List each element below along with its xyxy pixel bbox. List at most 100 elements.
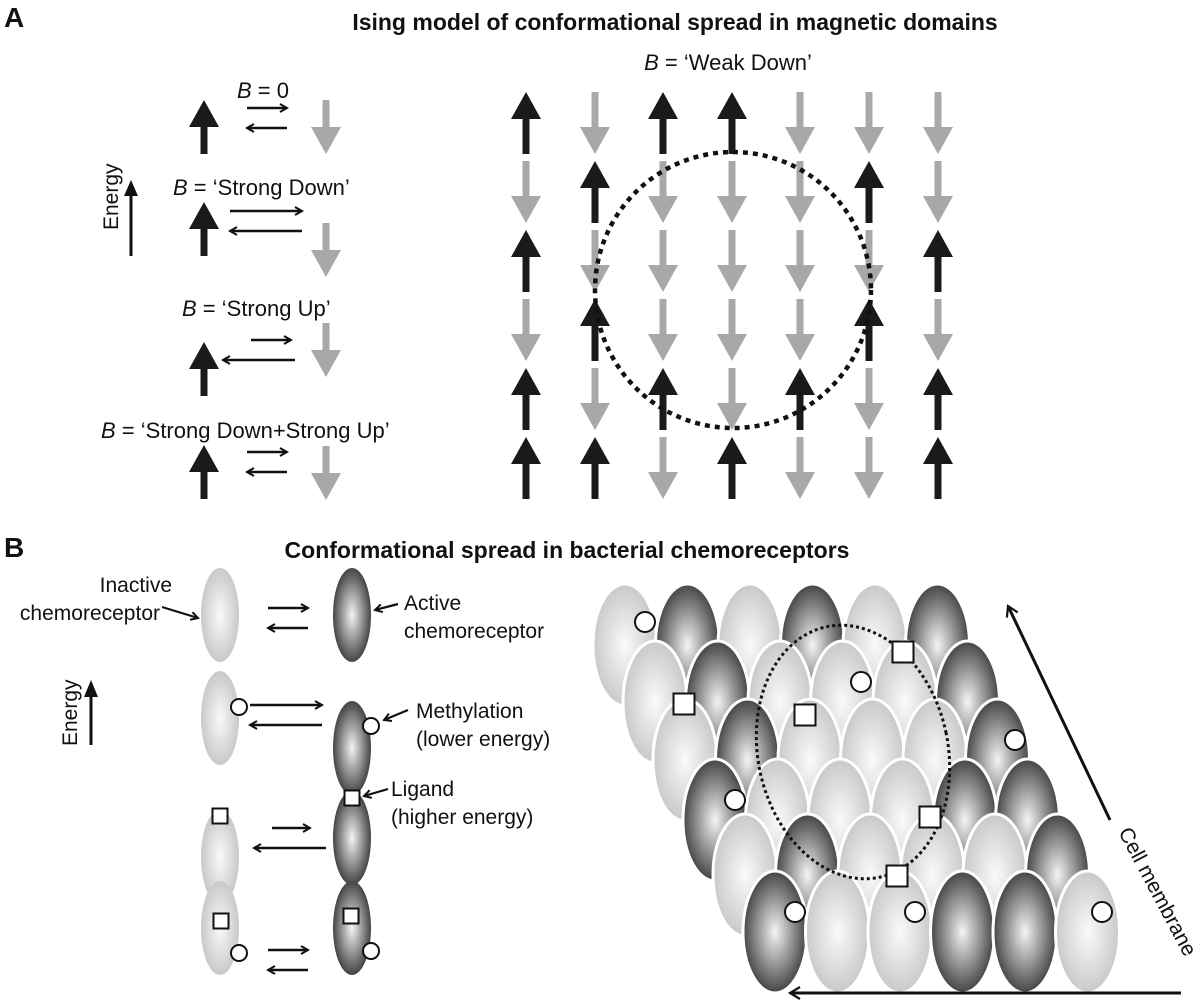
active-receptor	[333, 568, 371, 662]
active-receptor	[929, 869, 996, 995]
spin-lattice	[511, 92, 953, 499]
panel-b-title: Conformational spread in bacterial chemo…	[285, 537, 850, 563]
methylation-icon	[362, 942, 380, 960]
spin-down-icon	[717, 161, 747, 223]
spin-down-icon	[717, 368, 747, 430]
spin-up-icon	[511, 92, 541, 154]
spin-down-icon	[854, 368, 884, 430]
spin-down-icon	[648, 299, 678, 361]
receptor-array-markers	[634, 611, 1113, 923]
spin-up-icon	[189, 342, 219, 396]
spin-up-icon	[717, 92, 747, 154]
spin-up-icon	[511, 368, 541, 430]
active-label-line1: Active	[404, 592, 461, 615]
spin-down-icon	[648, 437, 678, 499]
methylation-icon	[784, 901, 806, 923]
active-receptor	[991, 869, 1059, 995]
methylation-icon	[850, 671, 872, 693]
spin-down-icon	[854, 92, 884, 154]
spin-up-icon	[717, 437, 747, 499]
spin-up-icon	[923, 368, 953, 430]
spin-up-icon	[923, 230, 953, 292]
spin-up-icon	[648, 92, 678, 154]
spin-down-icon	[785, 230, 815, 292]
spin-down-icon	[648, 161, 678, 223]
ligand-icon	[342, 907, 360, 925]
spin-down-icon	[785, 299, 815, 361]
spin-up-icon	[511, 230, 541, 292]
panel-a-letter: A	[4, 2, 24, 33]
spin-down-icon	[854, 437, 884, 499]
ligand-icon	[343, 789, 361, 807]
inactive-receptor	[804, 869, 871, 995]
ligand-label-line1: Ligand	[391, 778, 454, 801]
spin-down-icon	[785, 437, 815, 499]
methylation-icon	[230, 944, 248, 962]
condition-label: B = 0	[237, 78, 289, 103]
inactive-receptor	[201, 568, 239, 662]
methylation-icon	[724, 789, 746, 811]
energy-label-a: Energy	[100, 163, 123, 230]
condition-label: B = ‘Strong Up’	[182, 296, 331, 321]
panel-a-energy-axis: Energy	[100, 163, 138, 256]
inactive-receptor	[201, 671, 239, 765]
active-receptor	[741, 869, 809, 995]
spin-down-icon	[785, 161, 815, 223]
ligand-label-line2: (higher energy)	[391, 806, 533, 829]
panel-a-condition-glyphs	[189, 100, 341, 500]
inactive-label-line1: Inactive	[100, 574, 172, 597]
spin-down-icon	[511, 299, 541, 361]
condition-label: B = ‘Strong Down’	[173, 175, 350, 200]
panel-b-letter: B	[4, 532, 24, 563]
lattice-label: B = ‘Weak Down’	[644, 50, 812, 75]
ligand-icon	[793, 703, 817, 727]
ligand-icon	[891, 640, 915, 664]
spin-down-icon	[923, 92, 953, 154]
active-receptor	[333, 881, 371, 975]
spin-down-icon	[580, 368, 610, 430]
spin-down-icon	[923, 299, 953, 361]
spin-down-icon	[311, 446, 341, 500]
spin-up-icon	[923, 437, 953, 499]
spin-down-icon	[854, 230, 884, 292]
inactive-receptor	[201, 810, 239, 904]
spin-down-icon	[923, 161, 953, 223]
spin-up-icon	[580, 299, 610, 361]
receptor-array	[591, 582, 1121, 995]
panel-b-states	[201, 568, 380, 975]
condition-label: B = ‘Strong Down+Strong Up’	[101, 418, 390, 443]
spin-down-icon	[311, 100, 341, 154]
ligand-icon	[885, 864, 909, 888]
inactive-receptor	[866, 869, 934, 995]
panel-b-energy-axis: Energy	[59, 679, 98, 746]
methylation-icon	[230, 698, 248, 716]
ligand-icon	[211, 807, 229, 825]
domain-boundary-ellipse	[754, 623, 952, 881]
spin-up-icon	[189, 445, 219, 499]
methylation-icon	[1091, 901, 1113, 923]
spin-down-icon	[311, 323, 341, 377]
membrane-axis-diagonal-arrow-icon	[1005, 604, 1112, 821]
spin-up-icon	[580, 161, 610, 223]
spin-down-icon	[580, 92, 610, 154]
spin-down-icon	[717, 299, 747, 361]
spin-up-icon	[785, 368, 815, 430]
spin-up-icon	[580, 437, 610, 499]
panel-a-conditions: B = 0 B = ‘Strong Down’ B = ‘Strong Up’ …	[101, 78, 390, 443]
methylation-label-line2: (lower energy)	[416, 728, 550, 751]
ligand-icon	[672, 692, 696, 716]
inactive-receptor	[1054, 869, 1121, 995]
inactive-label-line2: chemoreceptor	[20, 602, 160, 625]
spin-down-icon	[511, 161, 541, 223]
energy-label-b: Energy	[59, 679, 82, 746]
spin-down-icon	[717, 230, 747, 292]
membrane-label: Cell membrane	[1114, 824, 1200, 961]
panel-a-title: Ising model of conformational spread in …	[352, 9, 997, 35]
spin-up-icon	[189, 202, 219, 256]
methylation-icon	[362, 717, 380, 735]
spin-down-icon	[311, 223, 341, 277]
methylation-icon	[634, 611, 656, 633]
spin-up-icon	[648, 368, 678, 430]
methylation-icon	[1004, 729, 1026, 751]
methylation-icon	[904, 901, 926, 923]
